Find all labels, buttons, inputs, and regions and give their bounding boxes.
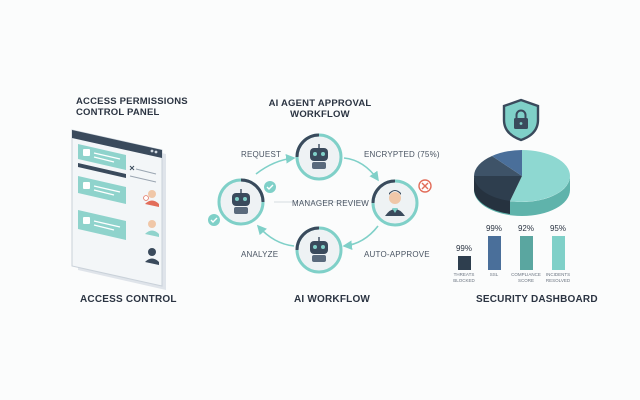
access-panel-illustration (71, 129, 166, 290)
arrow-request (255, 154, 296, 175)
robot-icon (310, 144, 328, 169)
bar (551, 236, 565, 270)
bar-category-label: COMPLIANCE SCORE (511, 272, 541, 283)
label-analyze: ANALYZE (241, 250, 279, 259)
workflow-title-line2: WORKFLOW (290, 109, 350, 120)
deny-badge-icon (143, 195, 149, 201)
pie-depth-dark (474, 176, 510, 214)
bar-category-label: THREATS BLOCKED (453, 272, 475, 283)
access-control-caption: ACCESS CONTROL (80, 294, 177, 305)
access-panel-title-line2: CONTROL PANEL (76, 107, 160, 118)
label-auto-approve: AUTO-APPROVE (364, 250, 430, 259)
access-panel-title: ACCESS PERMISSIONS CONTROL PANEL (76, 96, 188, 118)
robot-node-bottom[interactable] (295, 226, 343, 274)
label-request: REQUEST (241, 150, 282, 159)
lock-icon (83, 149, 90, 156)
label-manager-review: MANAGER REVIEW (292, 199, 370, 208)
check-icon (264, 181, 276, 193)
bar-data-label: 99% (485, 224, 502, 233)
bar-data-label: 92% (517, 224, 534, 233)
shield-lock-icon (502, 98, 540, 142)
robot-node-left[interactable] (217, 178, 265, 226)
arrow-auto-approve (342, 225, 379, 250)
permission-card-2[interactable] (78, 176, 126, 204)
workflow-title-line1: AI AGENT APPROVAL (268, 98, 372, 109)
robot-icon (232, 189, 250, 214)
user-avatar-icon (143, 190, 159, 207)
workflow-title: AI AGENT APPROVAL WORKFLOW (258, 98, 382, 120)
bar (487, 236, 501, 270)
security-dashboard-caption: SECURITY DASHBOARD (476, 294, 598, 305)
lock-icon (83, 217, 90, 224)
security-bar-chart: 99% THREATS BLOCKED 99% SSL 92% COMPLIANCE SC… (450, 206, 582, 292)
bar-data-label: 99% (455, 244, 472, 253)
pie-slice-mint (510, 150, 570, 202)
check-icon (208, 214, 220, 226)
pie-slice-blue (492, 150, 522, 176)
pie-slice-slate (474, 156, 522, 176)
label-encrypted: ENCRYPTED (75%) (364, 150, 440, 159)
manager-icon (385, 190, 405, 216)
workflow-diagram (208, 133, 432, 274)
bar-category-label: SSL (489, 272, 499, 277)
bar-data-label: 95% (549, 224, 566, 233)
permission-card-1[interactable] (78, 144, 126, 170)
robot-node-top[interactable] (295, 133, 343, 181)
bar (457, 256, 471, 270)
window-dot-icon (154, 150, 158, 154)
permission-card-3[interactable] (78, 210, 126, 240)
manager-node[interactable] (371, 179, 419, 227)
user-avatar-icon (145, 220, 159, 237)
lock-icon (83, 182, 90, 189)
access-panel-title-line1: ACCESS PERMISSIONS (76, 96, 188, 107)
security-pie-chart (474, 150, 570, 216)
section-divider (78, 163, 126, 178)
arrow-encrypted (343, 157, 379, 182)
robot-icon (310, 237, 328, 262)
bar (519, 236, 533, 270)
user-avatar-icon (145, 248, 159, 265)
window-dot-icon (150, 149, 154, 153)
ai-workflow-caption: AI WORKFLOW (294, 294, 371, 305)
pie-slice-dark (474, 176, 522, 201)
arrow-analyze (256, 224, 295, 247)
close-icon[interactable] (129, 165, 135, 171)
bar-category-label: INCIDENTS RESOLVED (545, 272, 571, 283)
panel-titlebar (72, 130, 162, 158)
deny-icon (418, 179, 432, 193)
